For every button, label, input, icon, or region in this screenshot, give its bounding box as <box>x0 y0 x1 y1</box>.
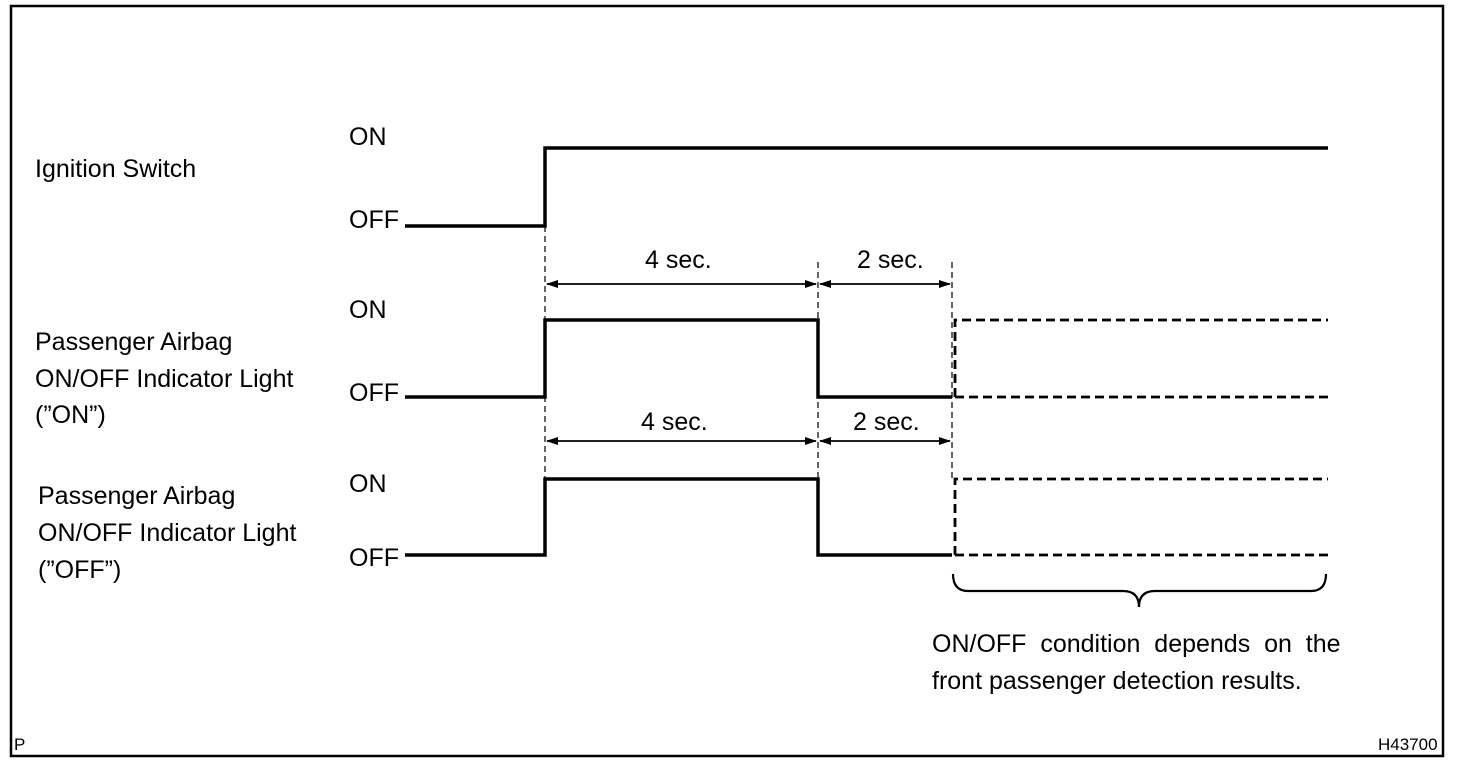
indicator-on-label-line1: Passenger Airbag <box>35 328 232 356</box>
indicator-on-undetermined-high <box>953 318 1328 397</box>
indicator-off-label-line2: ON/OFF Indicator Light <box>38 519 296 547</box>
indicator-on-off-label: OFF <box>349 379 399 407</box>
indicator-on-waveform <box>405 318 952 399</box>
indicator-off-on-label: ON <box>349 470 387 498</box>
note-line2: front passenger detection results. <box>932 667 1302 695</box>
corner-mark-left: P <box>14 735 25 754</box>
indicator-on-label-line3: (”ON”) <box>35 401 106 429</box>
ignition-on-label: ON <box>349 123 387 151</box>
timing-label-4sec-1: 4 sec. <box>645 246 712 274</box>
indicator-off-undetermined-high <box>953 477 1328 555</box>
indicator-off-off-label: OFF <box>349 544 399 572</box>
indicator-off-label-line1: Passenger Airbag <box>38 482 235 510</box>
timing-label-2sec-1: 2 sec. <box>857 246 924 274</box>
timing-label-4sec-2: 4 sec. <box>641 408 708 436</box>
indicator-on-on-label: ON <box>349 296 387 324</box>
ignition-switch-label: Ignition Switch <box>35 155 196 183</box>
diagram-frame <box>9 4 1445 758</box>
indicator-off-label-line3: (”OFF”) <box>38 556 121 584</box>
indicator-off-waveform <box>405 477 952 557</box>
figure-id: H43700 <box>1378 735 1438 754</box>
curly-brace <box>951 573 1328 608</box>
note-line1: ON/OFF condition depends on the <box>932 630 1341 658</box>
timing-label-2sec-2: 2 sec. <box>853 408 920 436</box>
ignition-off-label: OFF <box>349 206 399 234</box>
ignition-waveform <box>405 146 1328 228</box>
indicator-on-label-line2: ON/OFF Indicator Light <box>35 365 293 393</box>
